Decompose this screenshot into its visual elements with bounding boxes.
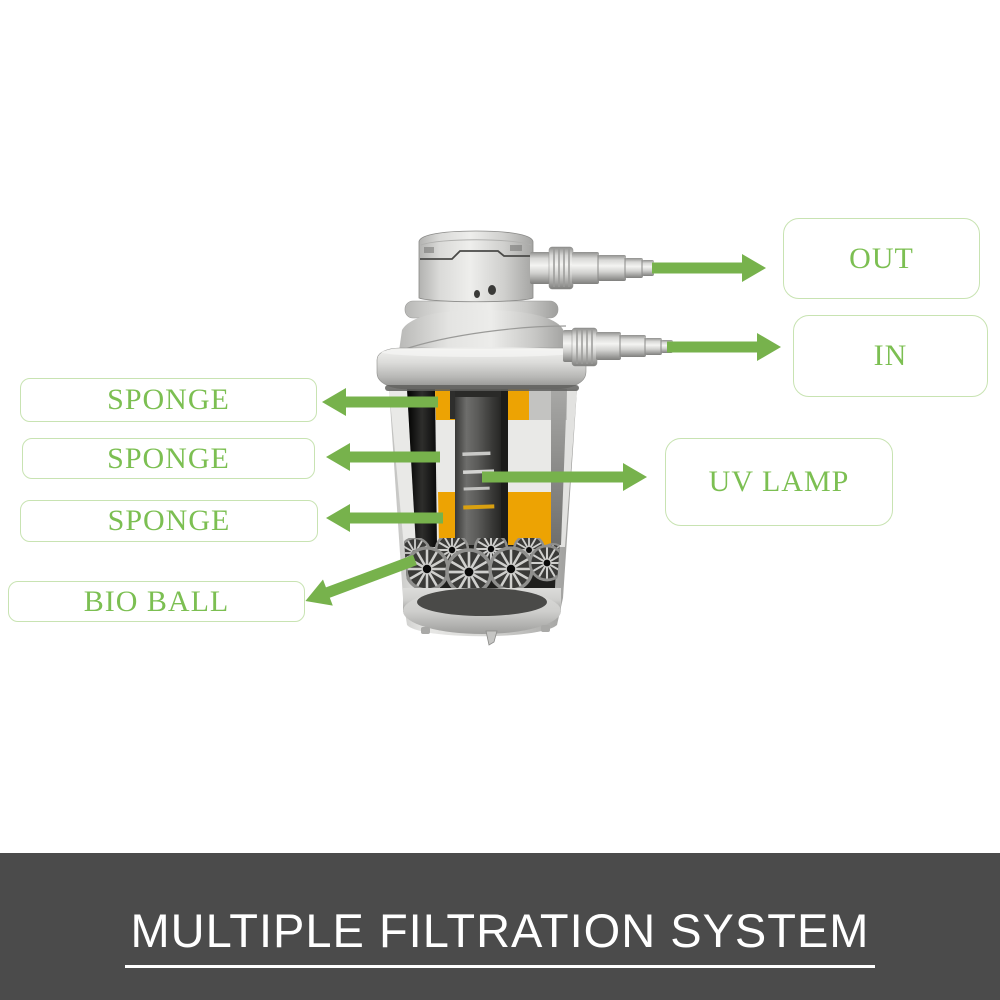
arrow-in [667,333,781,361]
filter-lid [376,300,587,391]
uv-housing-cap [418,230,534,303]
cut-wall-right [551,389,567,545]
label-out: OUT [783,218,980,299]
cap-screw-hole [474,290,480,298]
arrow-bio-ball [305,554,417,606]
cap-screw-hole [488,285,496,295]
arrow-sponge-bottom [326,504,443,532]
inlet-hose-barb [563,327,673,367]
label-sponge-top: SPONGE [20,378,317,422]
bottom-bowl [403,588,561,646]
arrow-uv-lamp [482,463,647,491]
label-sponge-bottom: SPONGE [20,500,318,542]
filter-diagram: SPONGE SPONGE SPONGE BIO BALL UV LAMP OU… [8,218,988,646]
label-sponge-middle: SPONGE [22,438,315,479]
arrow-sponge-top [322,388,438,416]
cut-wall-left [407,389,437,547]
filter-cutaway [407,389,567,588]
callout-arrows [305,254,781,606]
label-in: IN [793,315,988,397]
label-uv-lamp: UV LAMP [665,438,893,526]
banner: MULTIPLE FILTRATION SYSTEM [0,853,1000,1000]
uv-lamp-column [455,389,501,557]
arrow-out [652,254,766,282]
filter-illustration [305,230,781,646]
outlet-hose-barb [530,246,654,290]
banner-title: MULTIPLE FILTRATION SYSTEM [124,903,876,968]
arrow-sponge-middle [326,443,440,471]
label-bio-ball: BIO BALL [8,581,305,622]
